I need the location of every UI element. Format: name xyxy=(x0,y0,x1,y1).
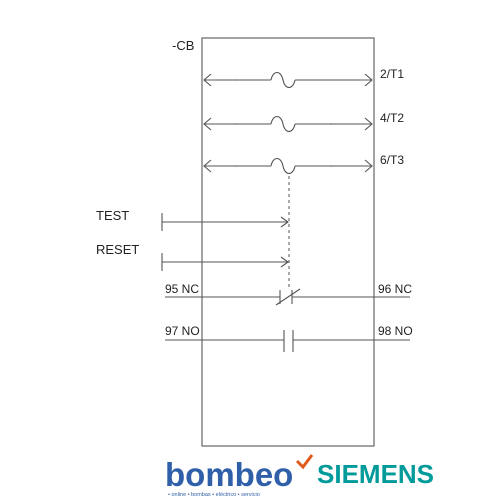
terminal-label-4-t2: 4/T2 xyxy=(380,111,404,125)
device-tag: -CB xyxy=(172,38,194,53)
test-label: TEST xyxy=(96,208,129,223)
contact-95-nc-label: 95 NC xyxy=(165,282,199,296)
nc-contact xyxy=(165,288,410,306)
reset-actuator xyxy=(161,253,289,271)
thermal-element-3 xyxy=(203,157,373,175)
phase-dots xyxy=(235,79,332,167)
bombeo-logo-text: bombeo xyxy=(165,456,293,493)
thermal-element-2 xyxy=(203,115,373,133)
bombeo-accent-icon xyxy=(295,454,314,470)
terminal-label-2-t1: 2/T1 xyxy=(380,67,404,81)
thermal-element-1 xyxy=(203,71,373,89)
contact-96-nc-label: 96 NC xyxy=(378,282,412,296)
bombeo-tagline: • online • bombas • eléctrico • servicio xyxy=(168,492,260,498)
terminal-label-6-t3: 6/T3 xyxy=(380,153,404,167)
no-contact xyxy=(165,330,410,352)
device-frame xyxy=(201,37,375,447)
contact-97-no-label: 97 NO xyxy=(165,324,200,338)
test-actuator xyxy=(161,213,289,231)
siemens-logo: SIEMENS xyxy=(317,459,434,489)
contact-98-no-label: 98 NO xyxy=(378,324,413,338)
reset-label: RESET xyxy=(96,242,139,257)
bombeo-logo: bombeo • online • bombas • eléctrico • s… xyxy=(165,454,314,498)
